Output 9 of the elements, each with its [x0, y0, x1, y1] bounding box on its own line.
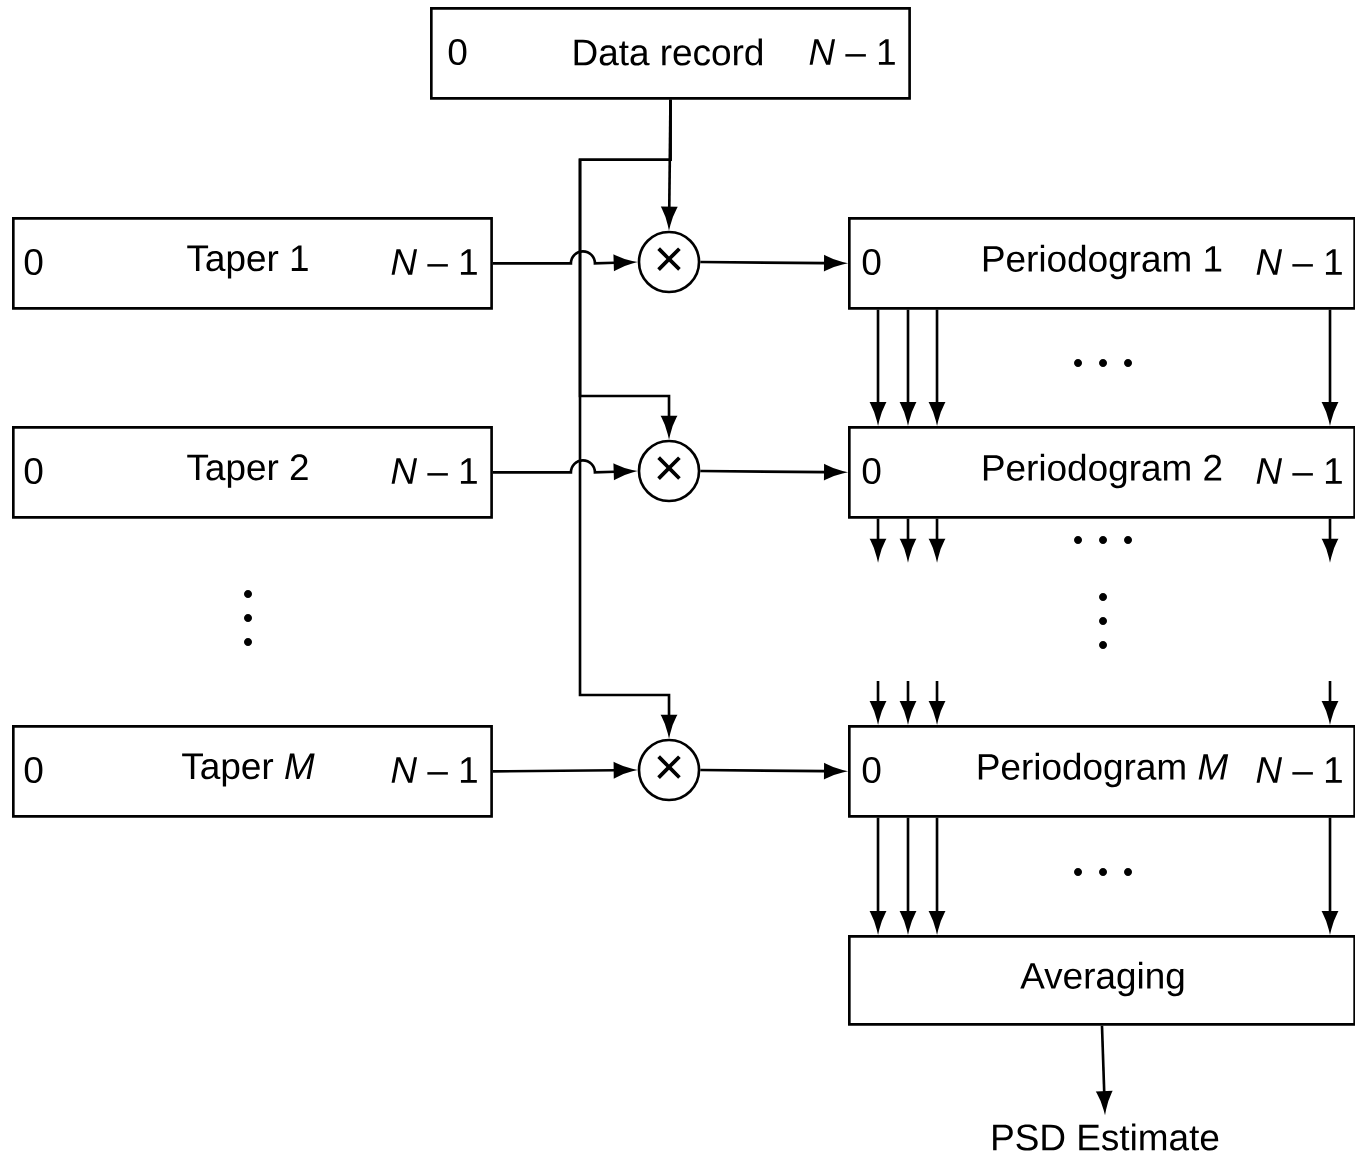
process-box: 0 Periodogram M N – 1	[848, 725, 1355, 818]
process-box: 0 Taper 1 N – 1	[12, 217, 493, 310]
process-box: 0 Periodogram 2 N – 1	[848, 426, 1355, 519]
process-box: 0 Taper M N – 1	[12, 725, 493, 818]
process-box: Averaging	[848, 935, 1355, 1026]
process-box: 0 Periodogram 1 N – 1	[848, 217, 1355, 310]
process-box: 0 Data record N – 1	[430, 7, 911, 100]
output-label: PSD Estimate	[993, 1123, 1219, 1151]
process-box: 0 Taper 2 N – 1	[12, 426, 493, 519]
